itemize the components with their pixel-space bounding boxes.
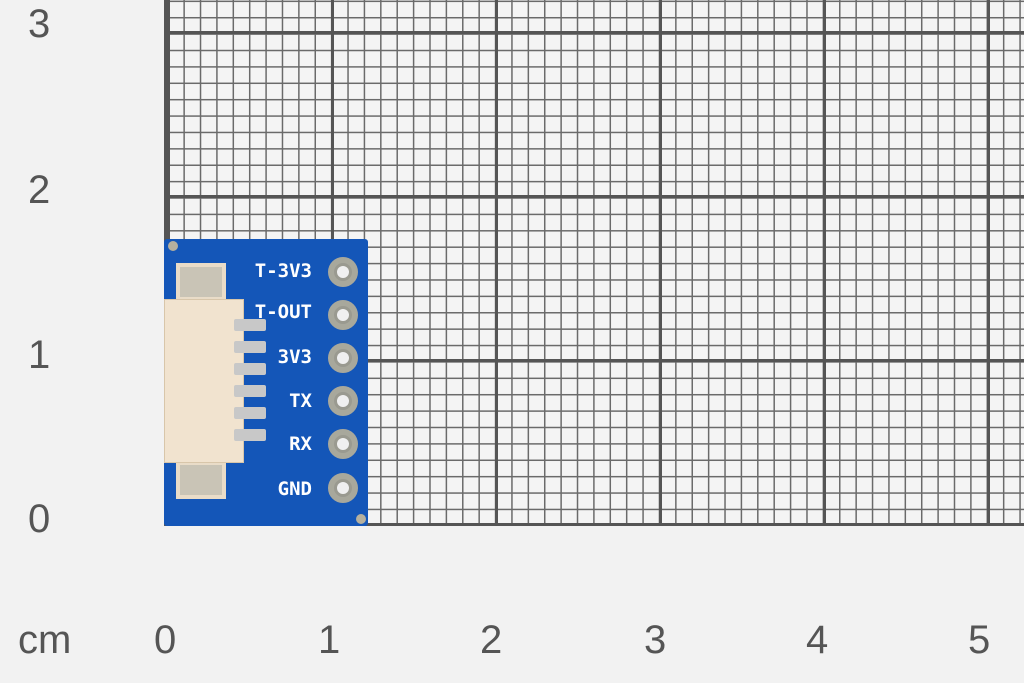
pin-label-t3v3: T-3V3 [254, 260, 312, 282]
breakout-board: T-3V3 T-OUT 3V3 TX RX GND [164, 239, 368, 526]
x-tick-3: 3 [644, 618, 667, 662]
connector-lead [234, 363, 266, 375]
y-tick-3: 3 [28, 2, 51, 46]
pin-hole [328, 429, 358, 459]
pin-label-rx: RX [289, 433, 312, 455]
x-tick-0: 0 [154, 618, 177, 662]
connector-tab [176, 263, 226, 301]
y-tick-0: 0 [28, 497, 51, 541]
pin-label-3v3: 3V3 [277, 346, 312, 368]
connector-lead [234, 341, 266, 353]
connector-lead [234, 429, 266, 441]
pin-label-tout: T-OUT [254, 301, 312, 323]
jst-connector [164, 299, 244, 463]
mount-hole [356, 514, 366, 524]
x-tick-4: 4 [806, 618, 829, 662]
pin-label-gnd: GND [277, 478, 312, 500]
pin-hole [328, 386, 358, 416]
unit-label: cm [18, 618, 72, 662]
connector-lead [234, 407, 266, 419]
mount-hole [168, 241, 178, 251]
y-tick-2: 2 [28, 168, 51, 212]
connector-tab [176, 461, 226, 499]
pin-hole [328, 257, 358, 287]
connector-lead [234, 385, 266, 397]
pin-hole [328, 473, 358, 503]
connector-lead [234, 319, 266, 331]
pin-hole [328, 343, 358, 373]
y-tick-1: 1 [28, 333, 51, 377]
pin-label-tx: TX [289, 390, 312, 412]
x-tick-2: 2 [480, 618, 503, 662]
x-tick-1: 1 [318, 618, 341, 662]
pin-hole [328, 300, 358, 330]
x-tick-5: 5 [968, 618, 991, 662]
